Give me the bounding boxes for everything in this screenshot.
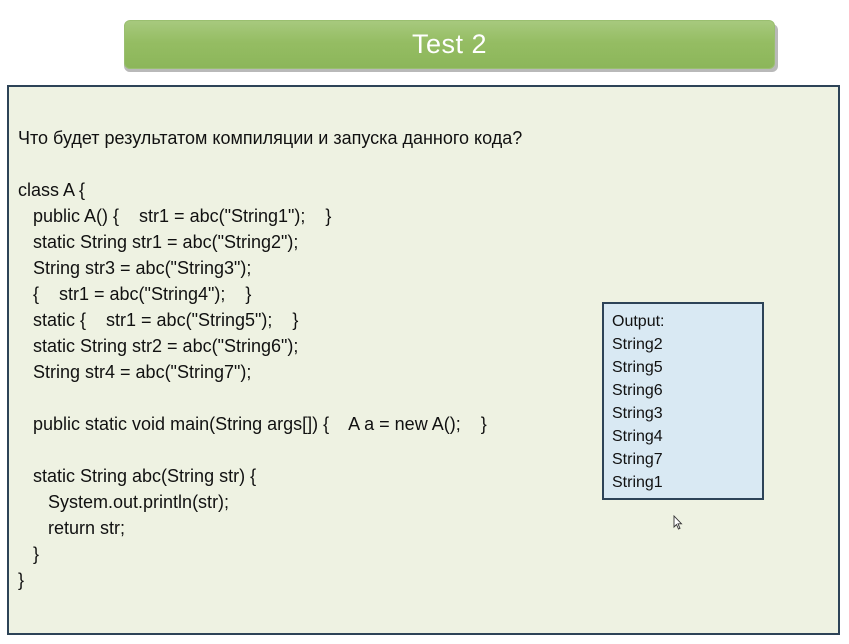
question-text: Что будет результатом компиляции и запус… — [18, 128, 523, 148]
content-panel: Что будет результатом компиляции и запус… — [7, 85, 840, 635]
code-line: static String abc(String str) { — [18, 466, 257, 486]
code-line: } — [18, 544, 40, 564]
code-line: class A { — [18, 180, 86, 200]
output-line: String6 — [612, 382, 663, 399]
output-header: Output: — [612, 313, 665, 330]
output-line: String2 — [612, 336, 663, 353]
output-line: String5 — [612, 359, 663, 376]
output-line: String3 — [612, 405, 663, 422]
output-line: String7 — [612, 451, 663, 468]
code-line: return str; — [18, 518, 126, 538]
mouse-pointer-icon — [673, 515, 683, 530]
code-line: { str1 = abc("String4"); } — [18, 284, 252, 304]
code-line: String str4 = abc("String7"); — [18, 362, 252, 382]
output-box: Output: String2 String5 String6 String3 … — [602, 302, 764, 500]
code-line: static String str2 = abc("String6"); — [18, 336, 299, 356]
slide-title: Test 2 — [411, 29, 488, 59]
code-line: public A() { str1 = abc("String1"); } — [18, 206, 332, 226]
code-line: System.out.println(str); — [18, 492, 230, 512]
code-line: } — [18, 570, 25, 590]
code-line: String str3 = abc("String3"); — [18, 258, 252, 278]
code-line: public static void main(String args[]) {… — [18, 414, 487, 434]
title-bar: Test 2 — [124, 20, 775, 69]
output-line: String1 — [612, 474, 663, 491]
code-line: static { str1 = abc("String5"); } — [18, 310, 299, 330]
code-line: static String str1 = abc("String2"); — [18, 232, 299, 252]
output-line: String4 — [612, 428, 663, 445]
